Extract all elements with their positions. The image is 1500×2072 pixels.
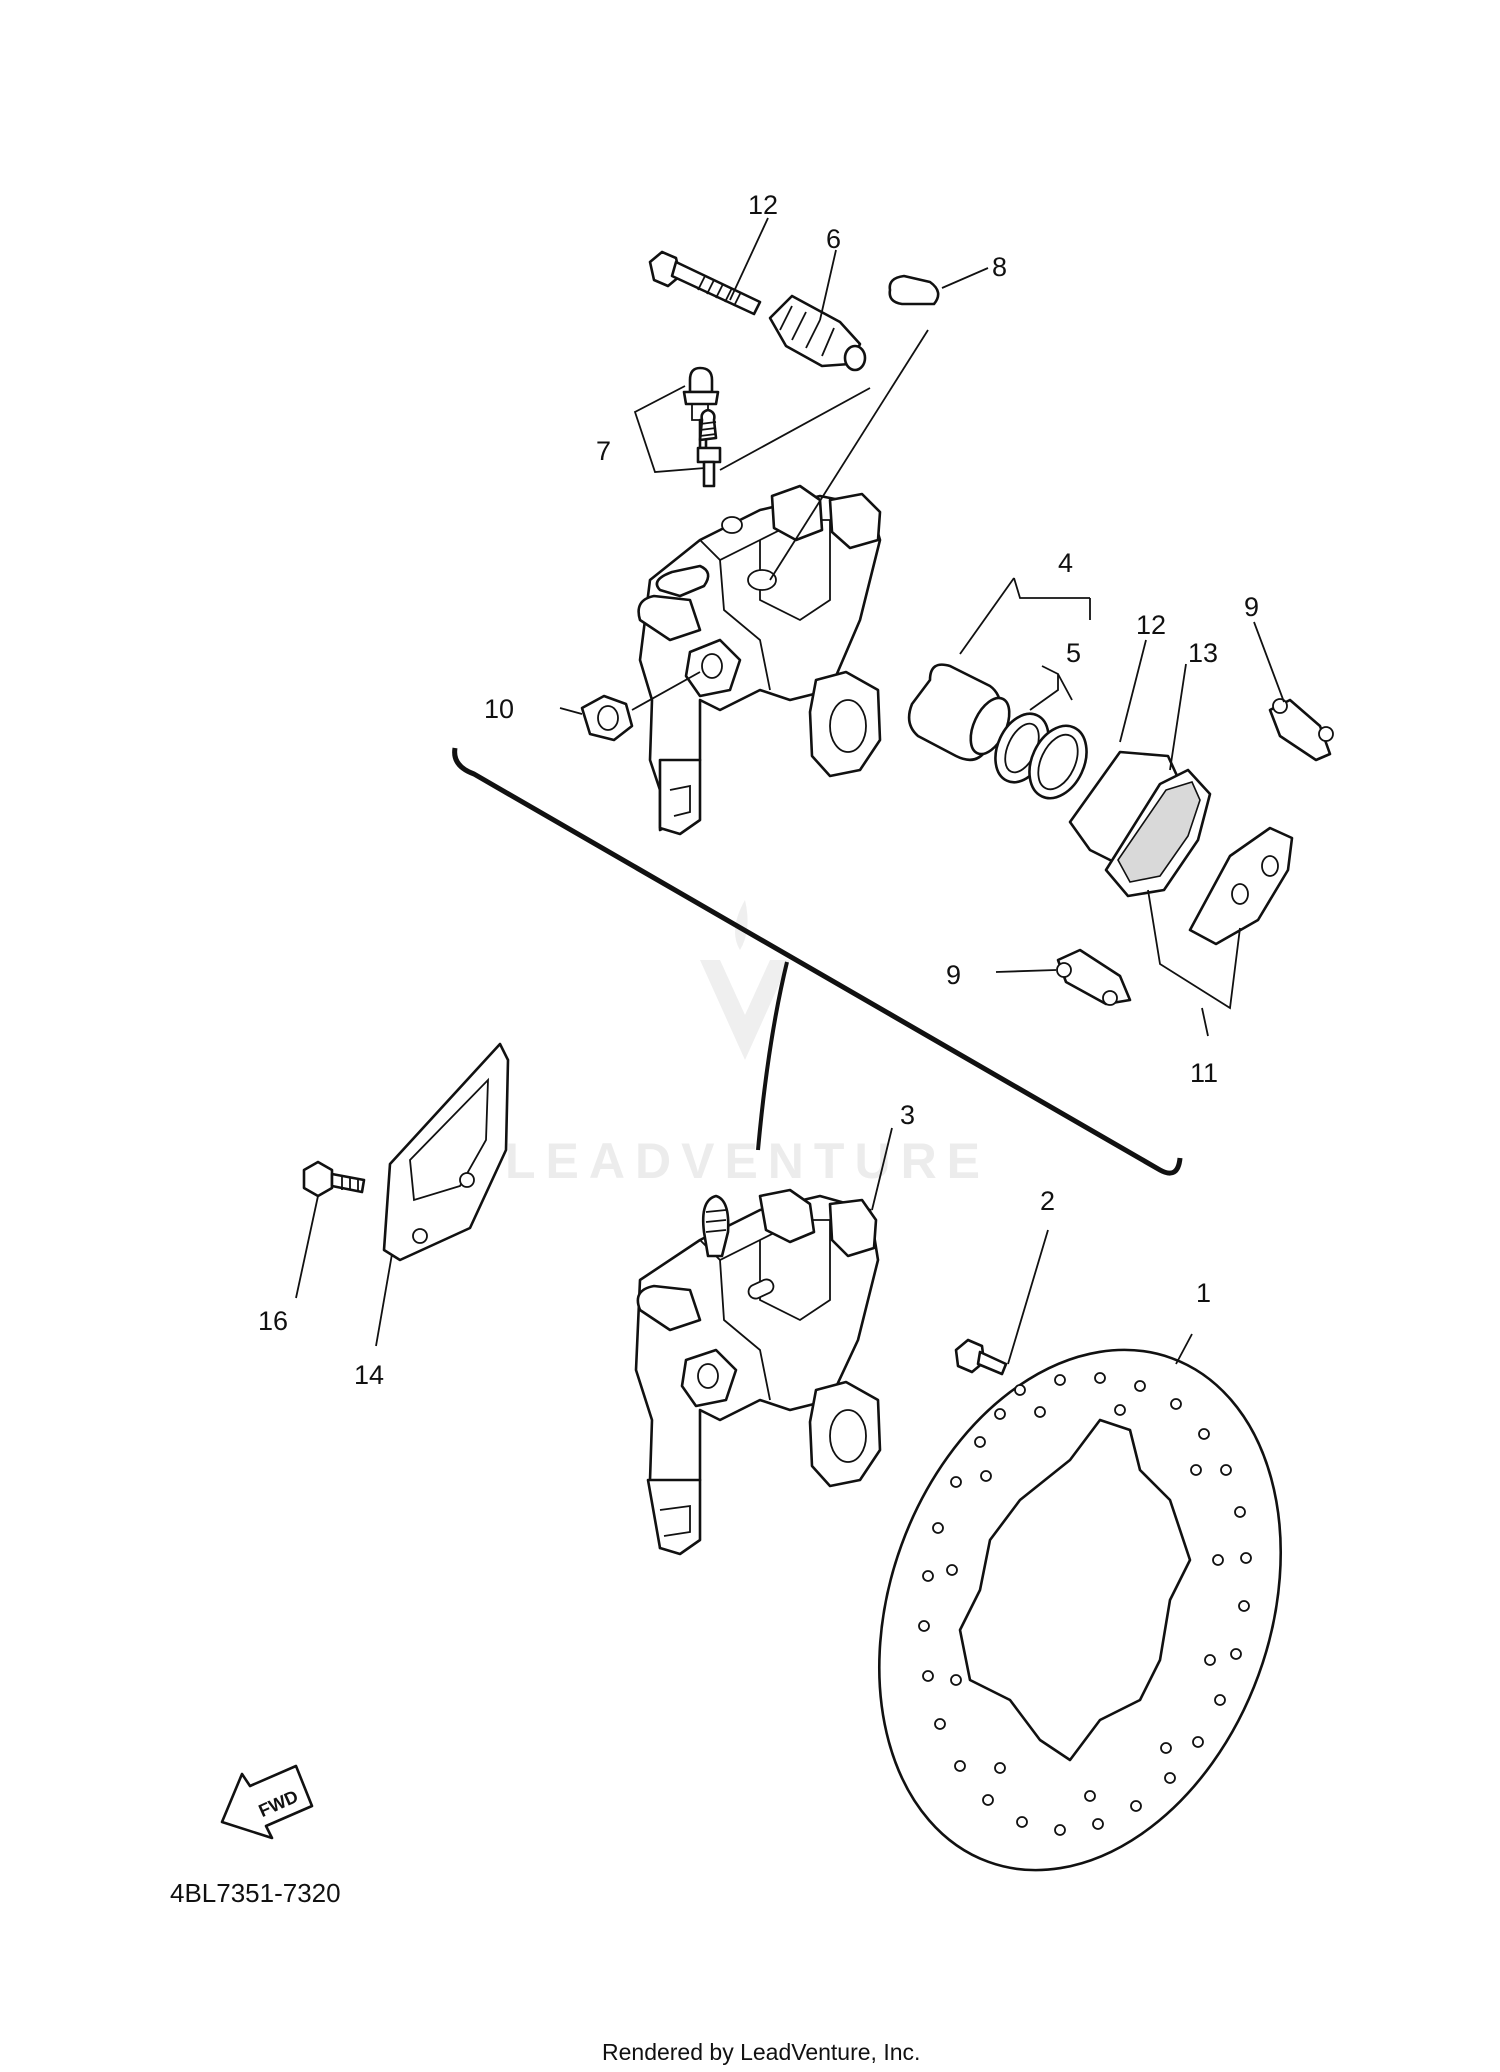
watermark-text: LEADVENTURE — [505, 1133, 990, 1189]
callout-2: 2 — [1040, 1186, 1055, 1216]
pad-spring-part-9-lower[interactable] — [1056, 948, 1132, 1006]
nut-part-10[interactable] — [580, 694, 634, 742]
fwd-arrow-icon: FWD — [220, 1764, 314, 1840]
callout-12: 12 — [748, 190, 778, 220]
callout-13: 12 — [1136, 610, 1166, 640]
caliper-assembly-part-3[interactable] — [634, 1188, 882, 1556]
brake-disc-part-1[interactable] — [810, 1293, 1350, 1927]
boot-part-6[interactable] — [768, 294, 867, 372]
frame-connector — [756, 961, 789, 1151]
bracket-plate-part-15[interactable] — [382, 1042, 510, 1262]
bolt-part-12[interactable] — [648, 250, 762, 316]
callout-3: 3 — [900, 1100, 915, 1130]
seal-part-5[interactable] — [985, 705, 1098, 807]
callouts: 12 6 8 7 4 5 12 13 9 10 9 11 3 2 1 16 14 — [258, 190, 1259, 1390]
callout-8: 8 — [992, 252, 1007, 282]
callout-16: 16 — [258, 1306, 288, 1336]
callout-6: 6 — [826, 224, 841, 254]
pad-part-14[interactable] — [1104, 768, 1212, 898]
disc-holes — [918, 1372, 1252, 1836]
bolt-part-2[interactable] — [954, 1338, 1008, 1376]
callout-15: 14 — [354, 1360, 384, 1390]
callout-10: 10 — [484, 694, 514, 724]
pad-spring-part-9-upper[interactable] — [1268, 698, 1334, 762]
callout-1: 1 — [1196, 1278, 1211, 1308]
callout-9-upper: 9 — [1244, 592, 1259, 622]
callout-9-lower: 9 — [946, 960, 961, 990]
leader-lines — [295, 217, 1285, 1365]
bracket-11 — [1147, 889, 1241, 1010]
bleeder-part-7[interactable] — [682, 366, 722, 488]
callout-7: 7 — [596, 436, 611, 466]
watermark: LEADVENTURE — [505, 900, 990, 1189]
exploded-view-frame — [452, 747, 1183, 1176]
bolt-part-16[interactable] — [302, 1160, 366, 1198]
render-credit: Rendered by LeadVenture, Inc. — [602, 2039, 920, 2065]
callout-5: 5 — [1066, 638, 1081, 668]
part-number: 4BL7351-7320 — [170, 1878, 341, 1908]
bracket-7 — [633, 385, 706, 473]
pad-set-part-11[interactable] — [1188, 826, 1294, 946]
callout-14: 13 — [1188, 638, 1218, 668]
caliper-body-exploded[interactable] — [637, 484, 882, 836]
cap-part-8[interactable] — [888, 274, 940, 306]
callout-11: 11 — [1190, 1058, 1218, 1088]
callout-4: 4 — [1058, 548, 1073, 578]
